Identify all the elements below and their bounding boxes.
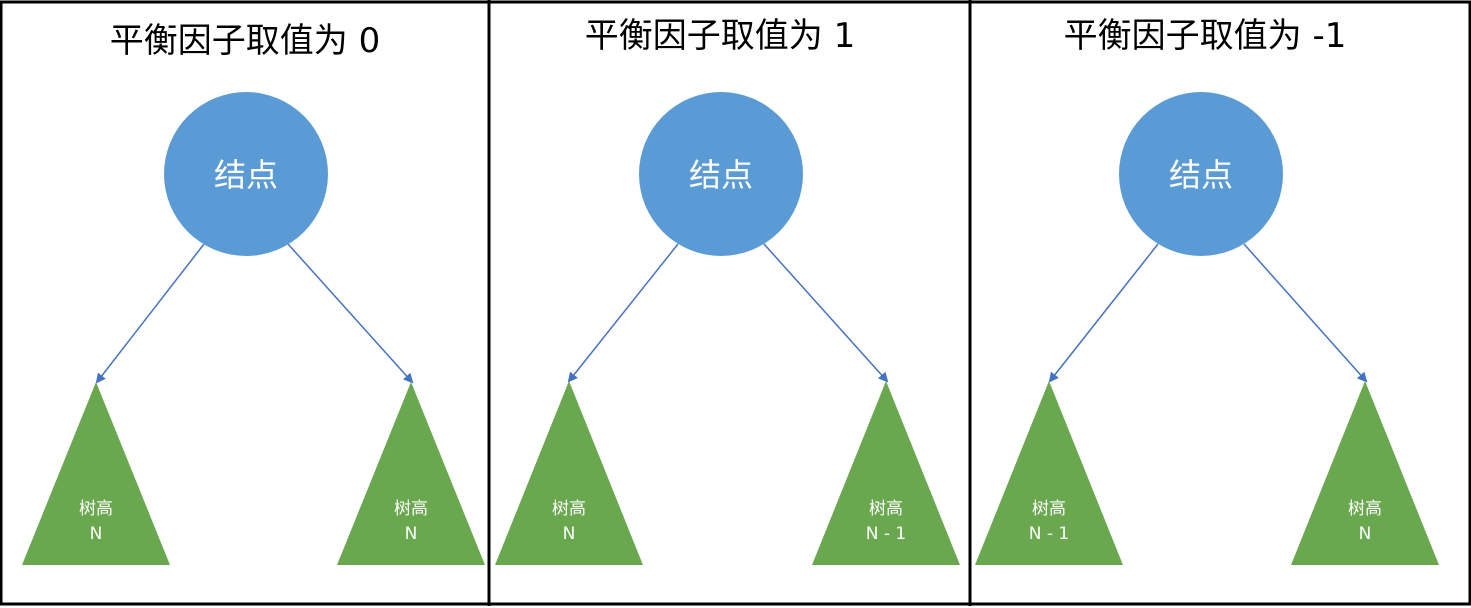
panel-balance-minus-1: 平衡因子取值为 -1 结点 树高 N - 1 树高 N: [975, 16, 1439, 565]
node-label: 结点: [1169, 156, 1233, 194]
left-subtree-label-line2: N - 1: [1029, 524, 1069, 544]
left-subtree-triangle: [975, 381, 1123, 565]
right-subtree-label-line2: N: [405, 524, 418, 544]
right-subtree-triangle: [812, 381, 960, 565]
node-label: 结点: [214, 156, 278, 194]
tree-node: [1119, 92, 1283, 256]
right-subtree-label-line1: 树高: [869, 499, 903, 519]
left-subtree-label-line2: N: [563, 524, 576, 544]
tree-node: [164, 92, 328, 256]
left-subtree-label-line1: 树高: [1032, 499, 1066, 519]
left-edge-arrow: [1048, 243, 1159, 383]
node-label: 结点: [689, 156, 753, 194]
tree-node: [639, 92, 803, 256]
left-subtree-label-line2: N: [90, 524, 103, 544]
left-subtree-label-line1: 树高: [79, 499, 113, 519]
right-edge-arrow: [763, 243, 889, 383]
right-subtree-triangle: [1291, 381, 1439, 565]
panel-balance-1: 平衡因子取值为 1 结点 树高 N 树高 N - 1: [495, 16, 960, 565]
right-subtree-triangle: [337, 382, 485, 565]
right-subtree-label-line1: 树高: [1348, 499, 1382, 519]
right-subtree-label-line1: 树高: [394, 499, 428, 519]
left-edge-arrow: [567, 243, 679, 383]
left-edge-arrow: [95, 243, 205, 384]
right-edge-arrow: [287, 243, 414, 384]
right-subtree-label-line2: N: [1359, 524, 1372, 544]
right-edge-arrow: [1243, 243, 1368, 383]
right-subtree-label-line2: N - 1: [866, 524, 906, 544]
panel-title: 平衡因子取值为 -1: [1064, 16, 1347, 56]
panel-title: 平衡因子取值为 1: [585, 16, 855, 56]
left-subtree-triangle: [495, 381, 643, 565]
panel-balance-0: 平衡因子取值为 0 结点 树高 N 树高 N: [22, 21, 485, 565]
panel-title: 平衡因子取值为 0: [110, 21, 380, 61]
left-subtree-label-line1: 树高: [552, 499, 586, 519]
left-subtree-triangle: [22, 382, 170, 565]
